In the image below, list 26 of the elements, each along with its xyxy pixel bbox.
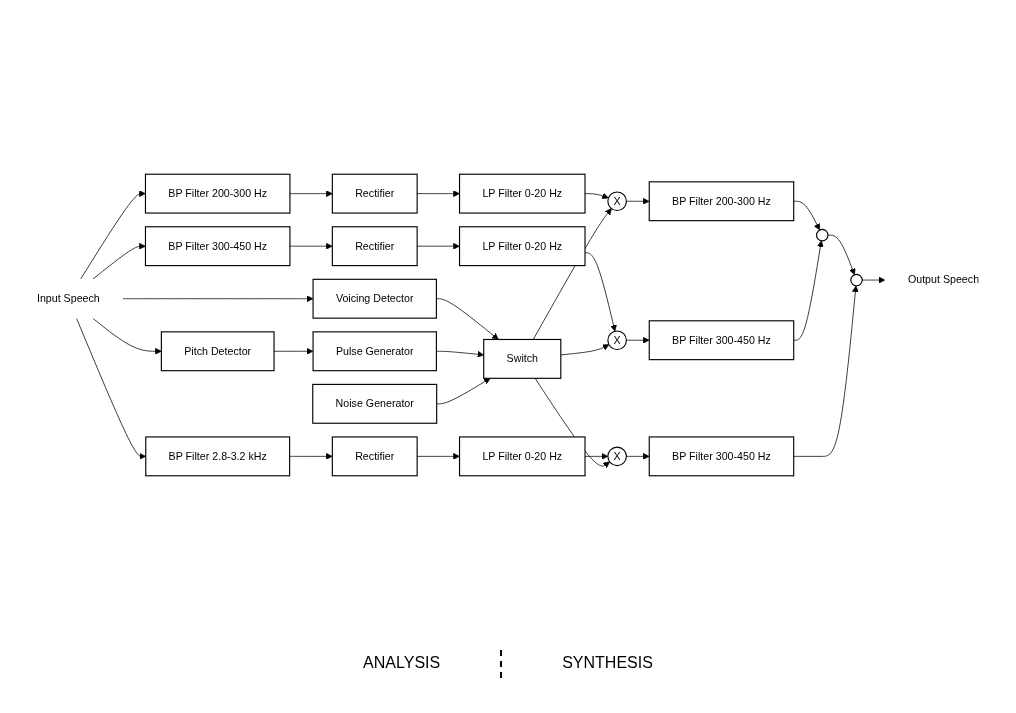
node-box: BP Filter 200-300 Hz [144, 173, 291, 214]
node-box: Pulse Generator [312, 331, 437, 372]
node-box: Rectifier [331, 226, 418, 267]
node-box: BP Filter 300-450 Hz [648, 436, 795, 477]
node-text: Output Speech [907, 273, 980, 286]
section-label: ANALYSIS [362, 653, 442, 673]
node-box: Switch [483, 338, 562, 379]
node-box: Voicing Detector [312, 278, 437, 319]
node-box: BP Filter 200-300 Hz [648, 181, 795, 222]
node-circle [815, 228, 829, 242]
node-box: LP Filter 0-20 Hz [458, 226, 586, 267]
node-box: BP Filter 300-450 Hz [144, 226, 291, 267]
node-circle: X [607, 330, 627, 351]
node-box: Rectifier [331, 436, 418, 477]
node-box: BP Filter 2.8-3.2 kHz [145, 436, 291, 477]
node-box: LP Filter 0-20 Hz [458, 173, 586, 214]
node-box: Rectifier [331, 173, 418, 214]
node-box: Noise Generator [312, 383, 438, 424]
node-box: LP Filter 0-20 Hz [458, 436, 586, 477]
node-circle [850, 273, 863, 287]
section-label: SYNTHESIS [561, 653, 654, 673]
node-box: Pitch Detector [160, 331, 275, 372]
node-circle: X [607, 446, 627, 467]
node-box: BP Filter 300-450 Hz [648, 320, 795, 361]
node-circle: X [607, 191, 627, 212]
node-text: Input Speech [36, 292, 100, 305]
